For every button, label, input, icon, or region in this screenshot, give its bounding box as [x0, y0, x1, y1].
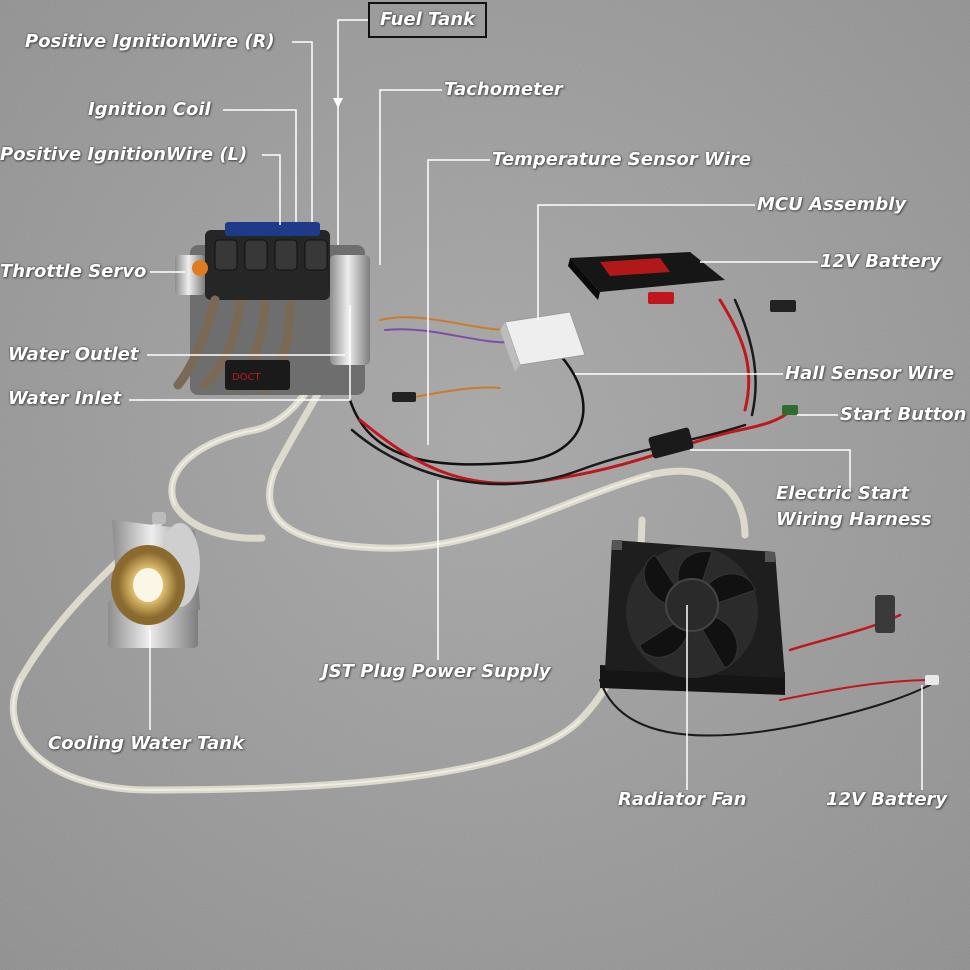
label-ignition-coil: Ignition Coil	[88, 99, 211, 120]
leader-lines	[129, 19, 923, 790]
battery-connector-bottom	[875, 595, 939, 685]
radiator-fan	[600, 540, 785, 695]
wire-battery-red	[718, 298, 751, 412]
label-electric-start-line2: Wiring Harness	[776, 509, 932, 530]
v8-engine: DOCT	[173, 222, 370, 395]
leader-fuel-tank-arrow	[333, 98, 343, 108]
leader-ign-l	[262, 154, 281, 225]
label-throttle-servo: Throttle Servo	[0, 261, 147, 282]
mcu-module	[500, 311, 586, 372]
start-switch	[392, 392, 798, 459]
label-battery-bottom: 12V Battery	[826, 789, 948, 810]
wire-mcu-bundle-2	[384, 328, 513, 344]
lipo-battery-top	[568, 252, 796, 312]
label-mcu-assembly: MCU Assembly	[757, 194, 907, 215]
leader-tachometer	[379, 89, 442, 265]
wire-battery-black	[733, 298, 757, 417]
wire-fan-black	[599, 679, 931, 737]
label-radiator-fan: Radiator Fan	[618, 789, 747, 810]
label-fuel-tank: Fuel Tank	[368, 2, 488, 38]
label-temperature-sensor-wire: Temperature Sensor Wire	[492, 149, 752, 170]
leader-mcu	[537, 204, 755, 320]
wire-mcu-bundle	[379, 316, 511, 331]
label-hall-sensor-wire: Hall Sensor Wire	[785, 363, 955, 384]
label-positive-ignition-wire-l: Positive IgnitionWire (L)	[0, 144, 248, 165]
wire-fan-red-2	[779, 679, 936, 701]
label-tachometer: Tachometer	[444, 79, 563, 100]
leader-temp	[427, 159, 490, 445]
label-electric-start-line1: Electric Start	[776, 483, 910, 504]
label-start-button: Start Button	[840, 404, 967, 425]
label-battery-top: 12V Battery	[820, 251, 942, 272]
leader-ign-r	[292, 41, 313, 222]
label-water-outlet: Water Outlet	[8, 344, 139, 365]
leader-water-inlet	[129, 305, 351, 401]
wire-red-main	[358, 408, 794, 485]
leader-ign-coil	[223, 109, 297, 222]
label-positive-ignition-wire-r: Positive IgnitionWire (R)	[25, 31, 275, 52]
label-jst-plug-power-supply: JST Plug Power Supply	[322, 661, 551, 682]
leader-fuel-tank	[337, 19, 368, 245]
cooling-water-tank	[108, 512, 200, 648]
label-cooling-water-tank: Cooling Water Tank	[48, 733, 245, 754]
svg-text:DOCT: DOCT	[232, 372, 262, 383]
wire-black-main	[350, 423, 747, 486]
leader-harness	[690, 449, 851, 492]
label-water-inlet: Water Inlet	[8, 388, 122, 409]
